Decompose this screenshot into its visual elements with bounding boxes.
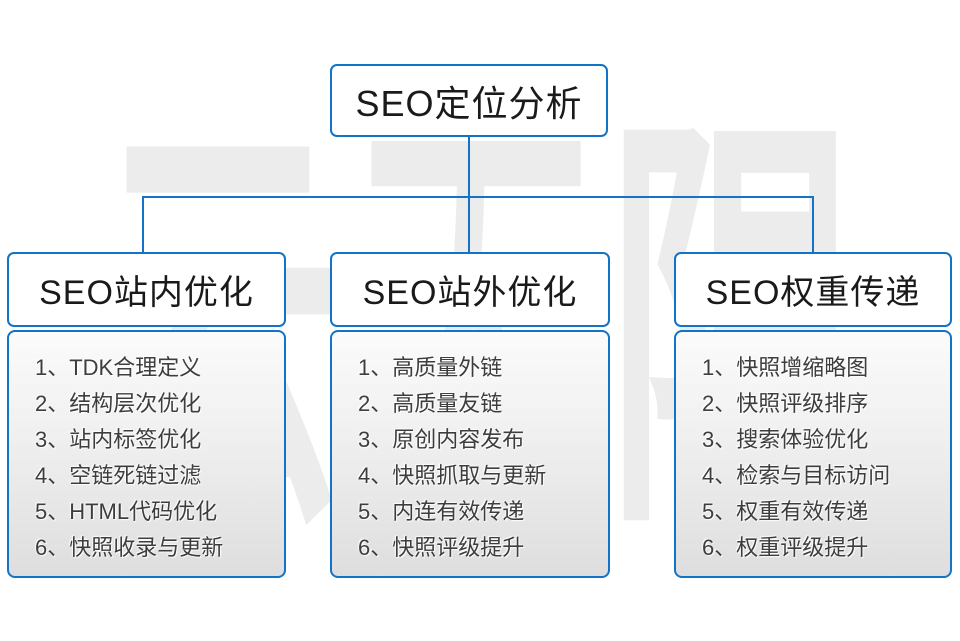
column-item-list: 1、TDK合理定义 2、结构层次优化 3、站内标签优化 4、空链死链过滤 5、H…: [7, 330, 286, 578]
list-item: 5、内连有效传递: [358, 499, 525, 524]
list-item: 5、权重有效传递: [702, 499, 869, 524]
column-header: SEO权重传递: [674, 252, 952, 327]
list-item: 4、快照抓取与更新: [358, 463, 547, 488]
connector-drop-left: [142, 196, 144, 253]
list-item: 6、快照评级提升: [358, 535, 525, 560]
connector-drop-right: [812, 196, 814, 253]
list-item: 2、结构层次优化: [35, 391, 202, 416]
list-item: 1、高质量外链: [358, 355, 503, 380]
column-item-list: 1、快照增缩略图 2、快照评级排序 3、搜索体验优化 4、检索与目标访问 5、权…: [674, 330, 952, 578]
connector-horizontal-rail: [142, 196, 814, 198]
column-header: SEO站外优化: [330, 252, 610, 327]
root-node-label: SEO定位分析: [355, 82, 583, 124]
root-node: SEO定位分析: [330, 64, 608, 137]
column-item-list: 1、高质量外链 2、高质量友链 3、原创内容发布 4、快照抓取与更新 5、内连有…: [330, 330, 610, 578]
list-item: 1、快照增缩略图: [702, 355, 869, 380]
list-item: 4、空链死链过滤: [35, 463, 202, 488]
list-item: 3、搜索体验优化: [702, 427, 869, 452]
list-item: 2、快照评级排序: [702, 391, 869, 416]
connector-drop-center: [468, 196, 470, 253]
list-item: 6、权重评级提升: [702, 535, 869, 560]
list-item: 6、快照收录与更新: [35, 535, 224, 560]
list-item: 1、TDK合理定义: [35, 355, 202, 380]
list-item: 4、检索与目标访问: [702, 463, 891, 488]
column-onsite-optimization: SEO站内优化 1、TDK合理定义 2、结构层次优化 3、站内标签优化 4、空链…: [7, 252, 286, 578]
list-item: 3、站内标签优化: [35, 427, 202, 452]
connector-root-stem: [468, 136, 470, 197]
list-item: 2、高质量友链: [358, 391, 503, 416]
column-header: SEO站内优化: [7, 252, 286, 327]
list-item: 5、HTML代码优化: [35, 499, 218, 524]
column-offsite-optimization: SEO站外优化 1、高质量外链 2、高质量友链 3、原创内容发布 4、快照抓取与…: [330, 252, 610, 578]
column-weight-transfer: SEO权重传递 1、快照增缩略图 2、快照评级排序 3、搜索体验优化 4、检索与…: [674, 252, 952, 578]
list-item: 3、原创内容发布: [358, 427, 525, 452]
